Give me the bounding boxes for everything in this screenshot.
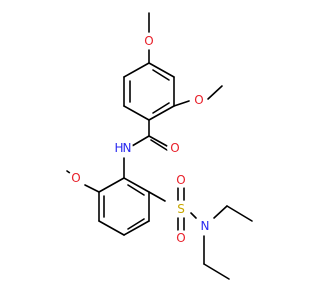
bond: [148, 105, 175, 121]
atom-label: O: [194, 93, 203, 107]
bond: [123, 177, 150, 193]
bond-layer: [66, 12, 253, 280]
atom-label: S: [177, 202, 185, 216]
atom-label: H: [114, 141, 123, 155]
bond: [131, 135, 150, 147]
bond: [203, 263, 230, 280]
bond: [173, 100, 190, 107]
bond: [123, 105, 150, 121]
bond: [150, 139, 168, 151]
molecule-diagram: O O H N O O S O O: [66, 12, 253, 280]
atom-oxygen-sulfonyl-bottom: O: [173, 230, 189, 246]
bond: [98, 177, 125, 193]
bond: [84, 184, 100, 193]
atom-oxygen-sulfonyl-top: O: [173, 172, 189, 188]
atom-label: O: [176, 173, 185, 187]
bond: [123, 220, 150, 236]
bond: [127, 184, 145, 196]
atom-label: O: [176, 231, 185, 245]
bond: [152, 69, 170, 81]
atom-sulfur: S: [173, 201, 189, 217]
bond: [148, 135, 168, 147]
atom-label: O: [170, 141, 179, 155]
bond: [148, 62, 175, 78]
atom-oxygen-ring-methoxy: O: [191, 92, 207, 108]
atom-oxygen-lower-methoxy: O: [68, 170, 84, 186]
atom-nitrogen-amide: H N: [114, 139, 133, 157]
bond: [190, 212, 197, 219]
atom-layer: O O H N O O S O O: [68, 33, 213, 246]
atom-label: N: [201, 219, 210, 233]
bond: [98, 220, 125, 236]
atom-oxygen-carbonyl: O: [167, 140, 183, 156]
bond: [207, 85, 223, 100]
atom-label: N: [123, 141, 132, 155]
bond: [213, 205, 228, 219]
bond: [148, 191, 166, 202]
bond: [123, 62, 150, 78]
atom-label: O: [144, 34, 153, 48]
atom-nitrogen-sulfonamide: N: [197, 218, 213, 234]
bond: [226, 205, 253, 222]
atom-oxygen-top-methoxy: O: [141, 33, 157, 49]
atom-label: O: [71, 171, 80, 185]
bond: [152, 102, 170, 114]
bond: [127, 218, 145, 230]
